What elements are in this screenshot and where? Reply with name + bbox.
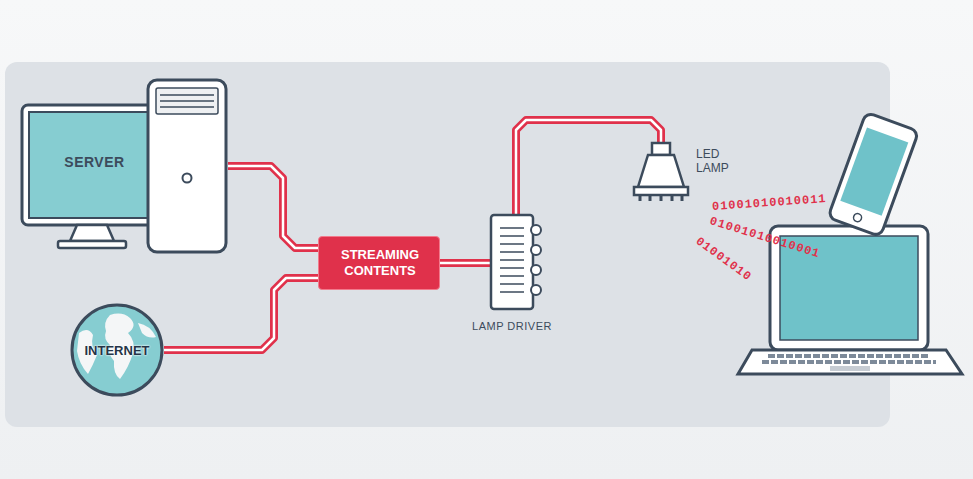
- monitor-frame: [22, 105, 167, 225]
- binary-stream: 01001010010011: [712, 192, 828, 214]
- driver-slots: [500, 228, 524, 292]
- globe-land: [138, 323, 156, 338]
- cable-outer: [228, 166, 318, 248]
- binary-stream: 01001010: [693, 234, 754, 284]
- phone-body: [828, 112, 919, 236]
- cable-outer: [440, 259, 490, 267]
- driver-case: [491, 215, 533, 309]
- cable-outer: [164, 278, 318, 350]
- laptop: [738, 226, 962, 374]
- node-outline: [22, 78, 228, 254]
- phone-button: [852, 213, 862, 223]
- laptop-base: [738, 350, 962, 374]
- node-outline: [632, 143, 690, 207]
- cable-core: [228, 166, 318, 248]
- monitor-foot: [58, 241, 126, 248]
- keyboard-row: [768, 354, 930, 358]
- driver-port: [531, 225, 541, 235]
- driver-port: [531, 285, 541, 295]
- phone-screen: [840, 127, 908, 215]
- red-cable: [228, 166, 318, 248]
- node-outline: [490, 214, 542, 310]
- monitor-screen: [29, 112, 160, 218]
- node-label: LED LAMP: [696, 147, 740, 175]
- red-cable: [164, 278, 318, 350]
- lamp-body: [638, 155, 684, 187]
- trackpad: [830, 366, 870, 371]
- driver-port: [531, 265, 541, 275]
- monitor-stand: [70, 225, 114, 241]
- lamp-rim: [634, 187, 688, 195]
- internet-globe: INTERNET: [70, 303, 164, 397]
- tower-vents: [160, 95, 214, 107]
- tower-case: [148, 80, 226, 252]
- cable-core: [164, 278, 318, 350]
- node-label: SERVER: [29, 154, 160, 170]
- node-label: INTERNET: [64, 343, 170, 358]
- lamp-leds: [640, 195, 682, 201]
- keyboard-row: [762, 360, 936, 364]
- phone: [828, 112, 919, 236]
- driver-port: [531, 245, 541, 255]
- node-label: STREAMING CONTENTS: [319, 247, 441, 279]
- lamp-driver: LAMP DRIVER: [490, 214, 542, 310]
- tower-panel: [156, 88, 218, 114]
- lamp-cap: [652, 143, 670, 155]
- power-button: [183, 174, 192, 183]
- node-label: LAMP DRIVER: [456, 320, 568, 332]
- cable-core: [440, 262, 490, 265]
- led-lamp: LED LAMP: [632, 143, 690, 207]
- red-cable: [440, 263, 490, 264]
- stream-box: STREAMING CONTENTS: [318, 236, 440, 290]
- server-computer: SERVER: [22, 78, 228, 254]
